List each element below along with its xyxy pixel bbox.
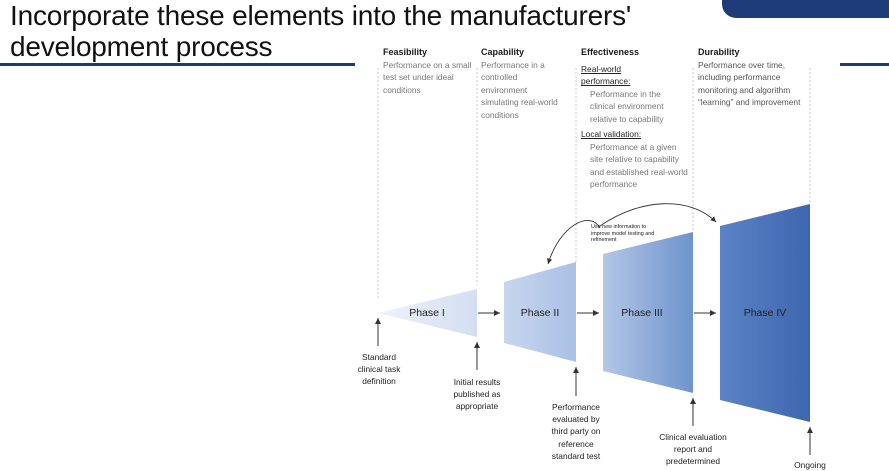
phase-1-label: Phase I — [409, 307, 445, 319]
phase-2-shape — [504, 262, 576, 362]
label-standard-clinical-task: Standard clinical task definition — [357, 352, 401, 387]
label-ongoing: Ongoing — [794, 460, 826, 470]
col-text-real-world: Performance in the clinical environment … — [590, 89, 664, 124]
label-performance-evaluated: Performance evaluated by third party on … — [551, 402, 601, 461]
label-clinical-evaluation: Clinical evaluation report and predeterm… — [659, 432, 727, 467]
col-heading-capability: Capability — [481, 47, 525, 57]
col-subheading-local-validation: Local validation: — [581, 129, 642, 139]
col-text-capability: Performance in a controlled environment … — [481, 60, 558, 120]
col-text-feasibility: Performance on a small test set under id… — [383, 60, 472, 95]
col-text-local-validation: Performance at a given site relative to … — [590, 142, 688, 190]
feedback-note: Use new information to improve model tes… — [591, 224, 655, 244]
phase-4-shape — [720, 204, 810, 422]
col-text-durability: Performance over time, including perform… — [698, 60, 801, 108]
title-rule-right — [840, 63, 889, 66]
col-heading-effectiveness: Effectiveness — [581, 47, 640, 57]
phase-1-shape — [378, 289, 477, 337]
feedback-arrow-top — [599, 203, 717, 227]
col-heading-durability: Durability — [698, 47, 740, 57]
phase-3-shape — [603, 232, 693, 393]
col-subheading-real-world: Real-world performance: — [581, 64, 631, 87]
phase-2-label: Phase II — [520, 307, 560, 319]
title-rule — [0, 63, 355, 66]
phase-3-label: Phase III — [621, 307, 663, 319]
feedback-arrow-left — [547, 220, 601, 265]
corner-tab: 29 — [722, 0, 889, 18]
label-initial-results: Initial results published as appropriate — [453, 377, 501, 412]
slide-title: Incorporate these elements into the manu… — [10, 0, 632, 62]
col-heading-feasibility: Feasibility — [383, 47, 428, 57]
phase-4-label: Phase IV — [743, 307, 787, 319]
